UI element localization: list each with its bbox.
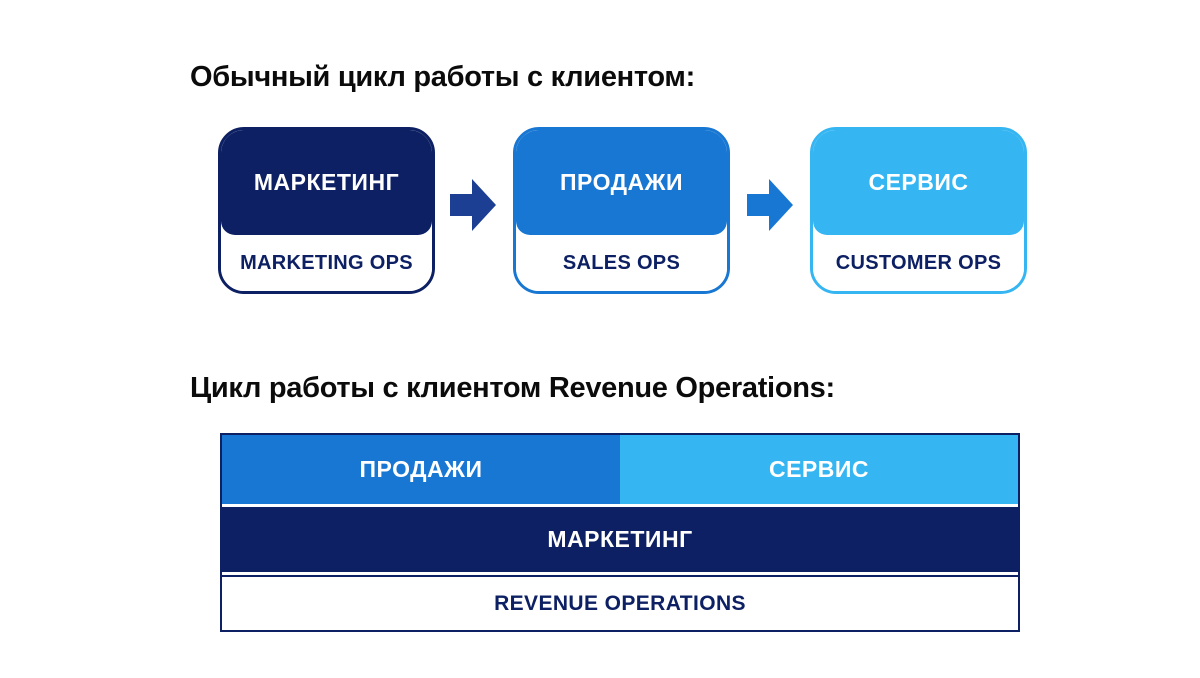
stage-service-footer: CUSTOMER OPS [813, 235, 1024, 291]
revops-sales-label: ПРОДАЖИ [359, 456, 483, 482]
revops-cell-marketing: МАРКЕТИНГ [222, 507, 1018, 572]
row-divider [222, 572, 1018, 575]
revops-marketing-label: МАРКЕТИНГ [547, 526, 693, 552]
revops-top-row: ПРОДАЖИ СЕРВИС [222, 435, 1018, 504]
stage-marketing-ops-label: MARKETING OPS [240, 251, 413, 274]
row-divider [222, 504, 1018, 507]
arrow-right-icon [450, 179, 496, 231]
flow-section-title: Обычный цикл работы с клиентом: [190, 61, 695, 94]
revops-service-label: СЕРВИС [768, 456, 870, 482]
revops-bottom-row: REVENUE OPERATIONS [222, 575, 1018, 630]
revops-stack-diagram: ПРОДАЖИ СЕРВИС МАРКЕТИНГ REVENUE OPERATI… [220, 433, 1020, 632]
stage-box-service: СЕРВИС CUSTOMER OPS [810, 127, 1027, 294]
revops-revenue-operations-label: REVENUE OPERATIONS [494, 591, 746, 615]
revops-cell-revenue-operations: REVENUE OPERATIONS [222, 577, 1018, 630]
arrow-right-icon [747, 179, 793, 231]
stage-sales-header: ПРОДАЖИ [516, 130, 727, 235]
stage-marketing-footer: MARKETING OPS [221, 235, 432, 291]
revops-section-title: Цикл работы с клиентом Revenue Operation… [190, 372, 835, 405]
revops-middle-row: МАРКЕТИНГ [222, 507, 1018, 572]
stage-sales-label: ПРОДАЖИ [560, 169, 683, 195]
revops-cell-sales: ПРОДАЖИ [222, 435, 620, 504]
stage-marketing-label: МАРКЕТИНГ [253, 169, 400, 195]
stage-sales-ops-label: SALES OPS [562, 251, 681, 274]
stage-box-marketing: МАРКЕТИНГ MARKETING OPS [218, 127, 435, 294]
arrow-right-shape [747, 179, 793, 231]
stage-service-ops-label: CUSTOMER OPS [835, 251, 1002, 274]
stage-service-label: СЕРВИС [868, 169, 969, 195]
revops-cell-service: СЕРВИС [620, 435, 1018, 504]
stage-sales-footer: SALES OPS [516, 235, 727, 291]
stage-service-header: СЕРВИС [813, 130, 1024, 235]
arrow-right-shape [450, 179, 496, 231]
stage-marketing-header: МАРКЕТИНГ [221, 130, 432, 235]
stage-box-sales: ПРОДАЖИ SALES OPS [513, 127, 730, 294]
